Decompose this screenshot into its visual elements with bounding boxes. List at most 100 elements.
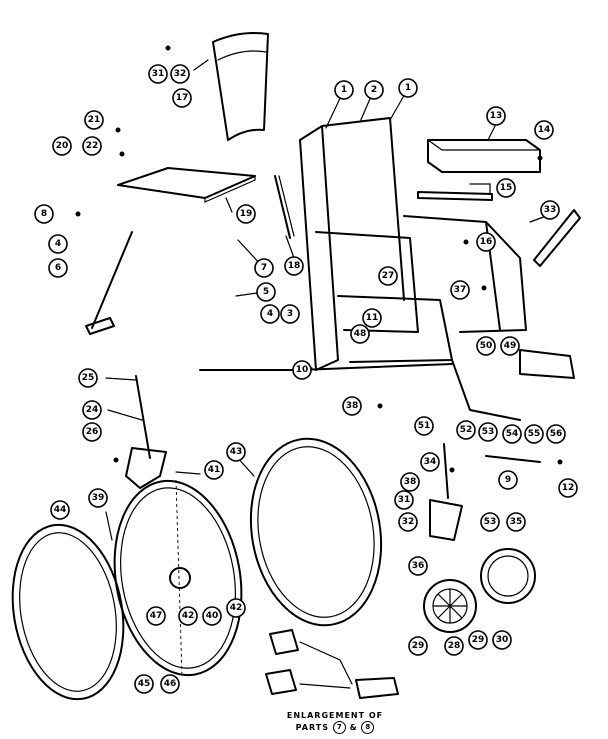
svg-text:29: 29: [472, 635, 485, 645]
hardware-screw: [113, 457, 119, 463]
callout: 56: [546, 424, 566, 444]
hardware-screw: [449, 467, 455, 473]
armrest-pad: [427, 139, 541, 173]
svg-text:30: 30: [496, 635, 509, 645]
tire-44: [11, 523, 125, 701]
callout: 52: [456, 420, 476, 440]
hardware-screw: [463, 239, 469, 245]
callout: 27: [378, 266, 398, 286]
svg-text:8: 8: [41, 209, 47, 219]
callout: 1: [334, 80, 354, 100]
callout: 21: [84, 110, 104, 130]
svg-text:29: 29: [412, 641, 425, 651]
callout: 7: [254, 258, 274, 278]
callout: 1: [398, 78, 418, 98]
enlargement-arrow-1: [299, 641, 353, 685]
caster-wheel: [423, 579, 477, 633]
caption-line-1: ENLARGEMENT OF: [286, 711, 384, 720]
svg-text:42: 42: [230, 603, 243, 613]
callout: 22: [82, 136, 102, 156]
svg-text:53: 53: [482, 427, 495, 437]
callout: 33: [540, 200, 560, 220]
svg-text:36: 36: [412, 561, 425, 571]
svg-text:20: 20: [56, 141, 69, 151]
svg-text:32: 32: [402, 517, 415, 527]
svg-text:49: 49: [504, 341, 517, 351]
svg-text:46: 46: [164, 679, 177, 689]
svg-text:28: 28: [448, 641, 461, 651]
callout: 55: [524, 424, 544, 444]
callout: 18: [284, 256, 304, 276]
callout: 10: [292, 360, 312, 380]
tire-44-inner: [19, 532, 117, 692]
caster-fork: [429, 499, 463, 541]
svg-text:24: 24: [86, 405, 99, 415]
callout: 2: [364, 80, 384, 100]
svg-text:19: 19: [240, 209, 253, 219]
callout: 38: [342, 396, 362, 416]
callout: 46: [160, 674, 180, 694]
svg-text:51: 51: [418, 421, 431, 431]
svg-text:32: 32: [174, 69, 187, 79]
callout: 26: [82, 422, 102, 442]
caption-parts-label: PARTS: [295, 723, 329, 732]
svg-text:3: 3: [287, 309, 293, 319]
svg-text:33: 33: [544, 205, 557, 215]
callout: 4: [260, 304, 280, 324]
armrest-bracket: [417, 191, 493, 201]
svg-text:4: 4: [55, 239, 61, 249]
svg-text:10: 10: [296, 365, 309, 375]
callout: 53: [478, 422, 498, 442]
callout: 36: [408, 556, 428, 576]
wheel-rim-39: [113, 479, 243, 677]
enlargement-caption: ENLARGEMENT OF PARTS 7 & 8: [270, 710, 400, 734]
svg-text:1: 1: [341, 85, 347, 95]
seat-panel-edge: [204, 175, 256, 203]
callout: 44: [50, 500, 70, 520]
callout: 39: [88, 488, 108, 508]
hardware-screw: [115, 127, 121, 133]
svg-text:2: 2: [371, 85, 377, 95]
callout: 48: [350, 324, 370, 344]
svg-text:41: 41: [208, 465, 221, 475]
enlargement-arrow-2: [299, 683, 351, 689]
svg-text:42: 42: [182, 611, 195, 621]
svg-text:45: 45: [138, 679, 151, 689]
caption-line-2: PARTS 7 & 8: [270, 721, 400, 734]
fork-tube: [135, 375, 151, 459]
callout: 29: [468, 630, 488, 650]
svg-text:56: 56: [550, 429, 563, 439]
footrest-hanger: [451, 359, 521, 421]
back-frame-tube: [299, 125, 339, 371]
leader-lines: [105, 59, 553, 541]
svg-text:35: 35: [510, 517, 523, 527]
svg-text:44: 44: [54, 505, 67, 515]
callout: 47: [146, 606, 166, 626]
caption-ref-b: 8: [361, 721, 375, 734]
hardware-screw: [165, 45, 171, 51]
svg-text:13: 13: [490, 111, 503, 121]
callout: 4: [48, 234, 68, 254]
callout: 30: [492, 630, 512, 650]
enlarged-part-right: [355, 677, 399, 699]
backrest-fold: [217, 50, 267, 61]
callout: 16: [476, 232, 496, 252]
caster-wheel-spokes: [432, 588, 468, 624]
callout: 43: [226, 442, 246, 462]
hardware-screw: [377, 403, 383, 409]
svg-text:22: 22: [86, 141, 99, 151]
svg-text:31: 31: [152, 69, 165, 79]
callout: 31: [394, 490, 414, 510]
svg-text:53: 53: [484, 517, 497, 527]
fork-block: [125, 447, 167, 489]
hardware-screw: [537, 155, 543, 161]
callout: 32: [398, 512, 418, 532]
hardware-screw: [481, 285, 487, 291]
wheel-rim-39-inner: [120, 487, 236, 669]
svg-text:18: 18: [288, 261, 301, 271]
caster-stem: [443, 443, 449, 499]
armrest-clip: [469, 183, 491, 195]
svg-text:6: 6: [55, 263, 61, 273]
callout: 35: [506, 512, 526, 532]
